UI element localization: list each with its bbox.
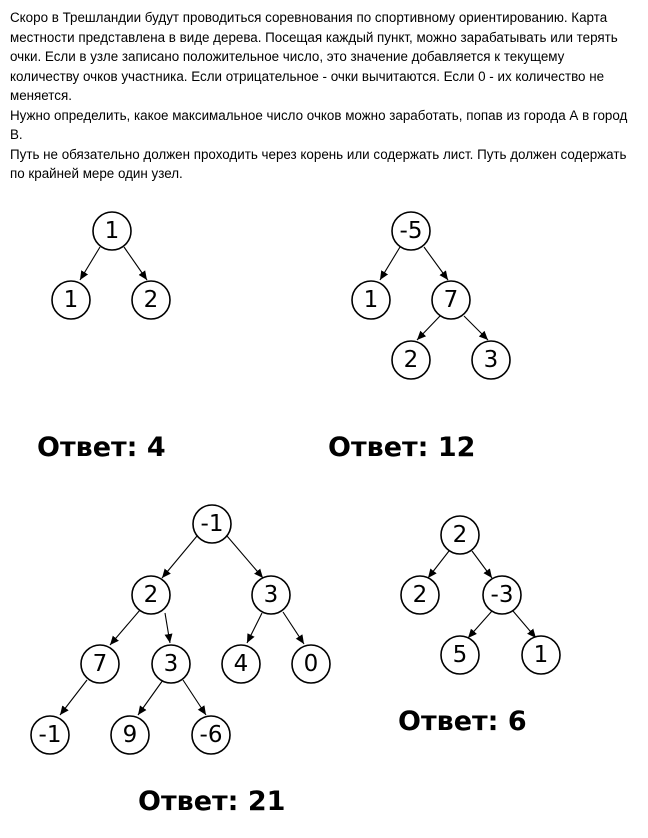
node-value: 1 <box>364 287 379 313</box>
node-value: 2 <box>413 582 428 608</box>
node-value: 5 <box>453 642 468 668</box>
tree-node: 4 <box>221 644 261 684</box>
node-value: 1 <box>105 218 120 244</box>
example-1: 1 1 2 Ответ: 4 <box>37 211 171 463</box>
tree-node: 2 <box>440 515 480 555</box>
tree-node: 3 <box>471 340 511 380</box>
tree-node: 1 <box>92 211 132 251</box>
answer-label: Ответ: 12 <box>328 432 475 463</box>
answer-label: Ответ: 6 <box>398 706 527 737</box>
node-value: 2 <box>144 582 159 608</box>
node-value: 7 <box>93 651 108 677</box>
edge <box>463 315 489 341</box>
node-value: 9 <box>123 722 138 748</box>
node-value: -1 <box>39 722 62 748</box>
problem-paragraph-3: Путь не обязательно должен проходить чер… <box>10 146 627 182</box>
node-value: 4 <box>234 651 249 677</box>
edge <box>416 315 441 341</box>
edge <box>123 246 148 281</box>
edge <box>59 679 88 716</box>
tree-node: 9 <box>110 715 150 755</box>
tree-node: -6 <box>191 715 231 755</box>
tree-node: 1 <box>51 280 91 320</box>
tree-node: -1 <box>192 504 232 544</box>
edge <box>182 679 207 716</box>
tree-node: 2 <box>131 575 171 615</box>
example-2: -5 1 7 2 3 Ответ: 12 <box>328 211 511 463</box>
edge <box>427 550 450 579</box>
edge <box>246 612 263 644</box>
node-value: -1 <box>201 511 224 537</box>
edge <box>471 550 493 579</box>
node-value: 2 <box>404 347 419 373</box>
edge <box>282 611 305 645</box>
tree-node: 0 <box>291 644 331 684</box>
tree-node: -5 <box>391 211 431 251</box>
tree-node: -3 <box>482 575 522 615</box>
tree-node: 3 <box>251 575 291 615</box>
tree-node: 2 <box>131 280 171 320</box>
answer-label: Ответ: 4 <box>37 432 166 463</box>
node-value: 3 <box>484 347 499 373</box>
edge <box>79 246 101 281</box>
edge <box>226 535 264 579</box>
node-value: -6 <box>200 722 223 748</box>
tree-node: 2 <box>400 575 440 615</box>
node-value: 3 <box>164 651 179 677</box>
edge <box>137 679 164 716</box>
problem-statement: Скоро в Трешландии будут проводиться сор… <box>10 8 635 184</box>
edge <box>109 609 141 646</box>
node-value: -5 <box>400 218 423 244</box>
answer-label: Ответ: 21 <box>138 786 285 817</box>
tree-node: 1 <box>351 280 391 320</box>
node-value: 0 <box>304 651 319 677</box>
tree-node: 3 <box>151 644 191 684</box>
edge <box>467 610 493 639</box>
problem-paragraph-2: Нужно определить, какое максимальное чис… <box>10 107 628 143</box>
edge <box>512 610 537 639</box>
edge <box>379 246 401 281</box>
edge <box>164 612 173 644</box>
node-value: 7 <box>444 287 459 313</box>
node-value: 1 <box>534 642 549 668</box>
tree-node: 7 <box>80 644 120 684</box>
node-value: 1 <box>64 287 79 313</box>
node-value: -3 <box>491 582 514 608</box>
tree-node: 1 <box>521 635 561 675</box>
tree-node: 5 <box>440 635 480 675</box>
node-value: 2 <box>144 287 159 313</box>
tree-node: -1 <box>30 715 70 755</box>
example-3: -1 2 3 7 3 4 0 -1 <box>30 504 331 817</box>
node-value: 3 <box>264 582 279 608</box>
tree-node: 2 <box>391 340 431 380</box>
edge <box>161 535 198 579</box>
tree-node: 7 <box>431 280 471 320</box>
problem-paragraph-1: Скоро в Трешландии будут проводиться сор… <box>10 10 618 103</box>
edge <box>423 246 449 281</box>
example-4: 2 2 -3 5 1 Ответ: 6 <box>398 515 561 737</box>
node-value: 2 <box>453 522 468 548</box>
